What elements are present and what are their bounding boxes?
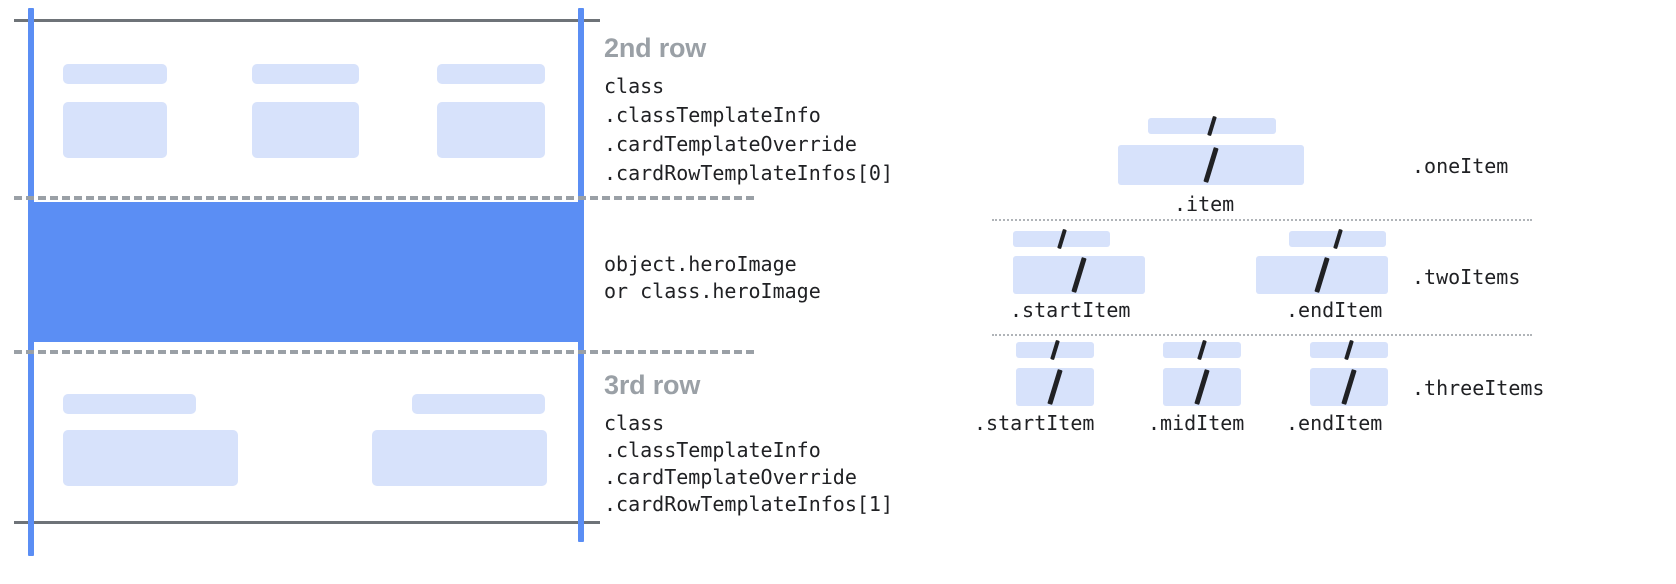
second-row-code-line-1: .classTemplateInfo <box>604 103 821 127</box>
three-items-end-body-box <box>1310 368 1388 406</box>
three-items-variant-name: .threeItems <box>1412 376 1545 400</box>
third-row-code-line-2: .cardTemplateOverride <box>604 465 857 489</box>
two-items-start-body-box <box>1013 256 1145 294</box>
three-items-mid-body-box <box>1163 368 1241 406</box>
second-row-item-1-body <box>63 102 167 158</box>
card-left-guide <box>28 8 34 556</box>
one-item-variant-name: .oneItem <box>1412 154 1509 178</box>
one-item-title-box <box>1148 115 1276 137</box>
third-row-item-1-body <box>63 430 238 486</box>
third-row-item-2-title <box>412 394 545 414</box>
divider-below-hero <box>14 350 754 354</box>
second-row-code-line-2: .cardTemplateOverride <box>604 132 857 156</box>
second-row-heading: 2nd row <box>604 33 707 63</box>
two-items-end-body-box <box>1256 256 1388 294</box>
three-items-mid-title-box <box>1163 339 1241 361</box>
third-row-item-2-body <box>372 430 547 486</box>
three-items-start-label: .startItem <box>974 411 1095 435</box>
divider-one-two <box>992 219 1532 221</box>
one-item-label: .item <box>1174 192 1235 216</box>
third-row-code-line-0: class <box>604 411 665 435</box>
divider-two-three <box>992 334 1532 336</box>
hero-code-line-1: or class.heroImage <box>604 279 821 303</box>
one-item-body-box <box>1118 145 1304 185</box>
three-items-start-body-box <box>1016 368 1094 406</box>
second-row-item-3-body <box>437 102 545 158</box>
card-top-rule <box>14 19 600 22</box>
second-row-code-line-0: class <box>604 74 665 98</box>
three-items-end-label: .endItem <box>1286 411 1383 435</box>
third-row-code-line-1: .classTemplateInfo <box>604 438 821 462</box>
third-row-heading: 3rd row <box>604 370 701 400</box>
two-items-start-label: .startItem <box>1010 298 1131 322</box>
second-row-item-2-title <box>252 64 359 84</box>
two-items-end-label: .endItem <box>1286 298 1383 322</box>
two-items-variant-name: .twoItems <box>1412 265 1521 289</box>
two-items-start-title-box <box>1013 228 1110 250</box>
hero-code-line-0: object.heroImage <box>604 252 797 276</box>
divider-above-hero <box>14 196 754 200</box>
third-row-item-1-title <box>63 394 196 414</box>
three-items-mid-label: .midItem <box>1148 411 1245 435</box>
second-row-item-1-title <box>63 64 167 84</box>
second-row-item-2-body <box>252 102 359 158</box>
three-items-start-title-box <box>1016 339 1094 361</box>
hero-image-block <box>34 202 582 342</box>
second-row-item-3-title <box>437 64 545 84</box>
card-bottom-rule <box>14 521 600 524</box>
third-row-code-line-3: .cardRowTemplateInfos[1] <box>604 492 893 516</box>
two-items-end-title-box <box>1289 228 1386 250</box>
three-items-end-title-box <box>1310 339 1388 361</box>
second-row-code-line-3: .cardRowTemplateInfos[0] <box>604 161 893 185</box>
